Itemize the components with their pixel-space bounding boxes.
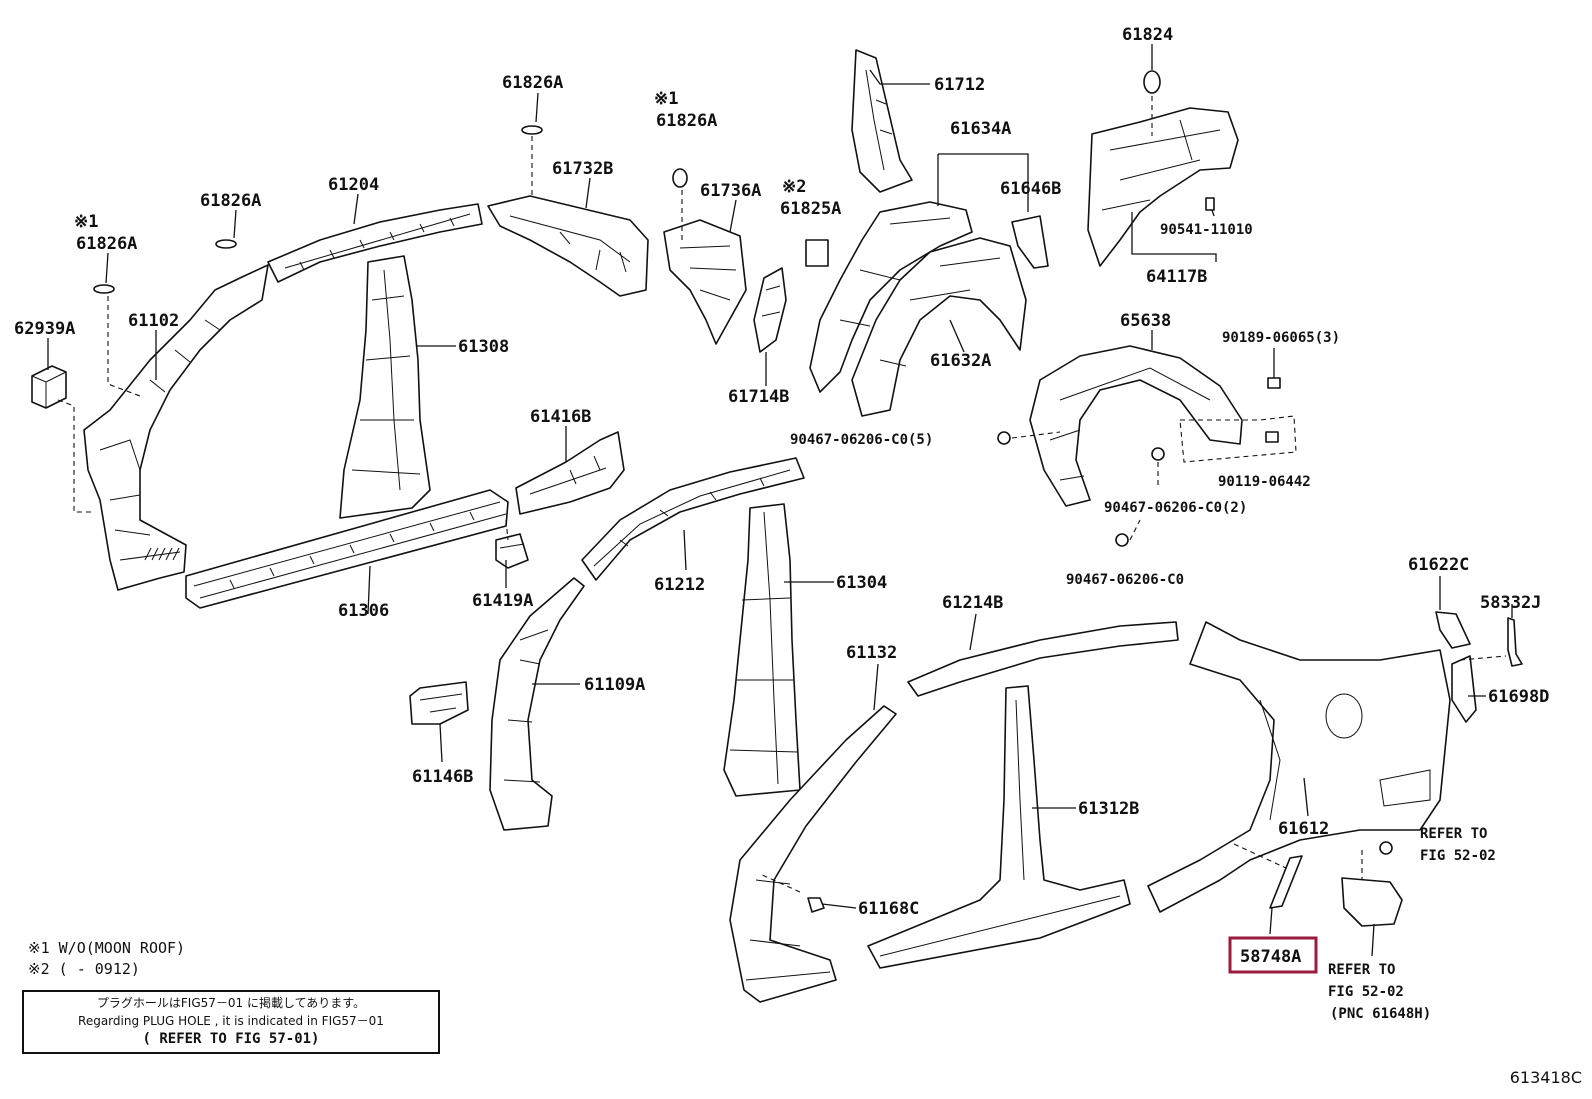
label-61146b: 61146B — [412, 767, 473, 787]
part-61419a-shape — [495, 533, 529, 569]
label-61632a: 61632A — [930, 351, 991, 371]
leader-lines — [47, 44, 1513, 957]
label-90189-06065: 90189-06065(3) — [1222, 330, 1340, 346]
label-61732b: 61732B — [552, 159, 613, 179]
part-61714b-shape — [753, 267, 787, 353]
label-61102: 61102 — [128, 311, 179, 331]
part-61132-shape — [729, 705, 897, 1003]
label-61308: 61308 — [458, 337, 509, 357]
part-61732b-shape — [487, 195, 649, 297]
figure-id: 613418C — [1509, 1068, 1582, 1087]
label-61168c: 61168C — [858, 899, 919, 919]
part-61304-shape — [723, 503, 801, 797]
label-61312b: 61312B — [1078, 799, 1139, 819]
label-fig-52-02-b: FIG 52-02 — [1328, 984, 1404, 1000]
part-61648h-shape — [1341, 877, 1403, 927]
label-61306: 61306 — [338, 601, 389, 621]
part-61204-shape — [267, 203, 483, 283]
label-61824: 61824 — [1122, 25, 1173, 45]
part-labels: 61824 61826A ※1 61826A 61826A ※1 61826A … — [14, 25, 1549, 1022]
part-61102-shape — [83, 264, 269, 591]
part-61634a-shape — [809, 201, 973, 393]
label-61612: 61612 — [1278, 819, 1329, 839]
label-note2-mark: ※2 — [782, 177, 806, 197]
label-pnc-61648h: (PNC 61648H) — [1330, 1006, 1431, 1022]
highlight-box-58748a — [1228, 936, 1318, 974]
label-61132: 61132 — [846, 643, 897, 663]
part-64117b-shape — [1087, 107, 1239, 267]
footnotes: ※1 W/O(MOON ROOF) ※2 ( - 0912) — [28, 938, 185, 980]
part-61612-shape — [1147, 621, 1451, 913]
part-61306-shape — [185, 489, 509, 609]
dashed-lines — [57, 96, 1507, 893]
label-58332j: 58332J — [1480, 593, 1541, 613]
label-61736a: 61736A — [700, 181, 761, 201]
footnote-1: ※1 W/O(MOON ROOF) — [28, 939, 186, 957]
label-61419a: 61419A — [472, 591, 533, 611]
label-58748a[interactable]: 58748A — [1240, 947, 1301, 967]
label-fig-52-02-a: FIG 52-02 — [1420, 848, 1496, 864]
part-61308-shape — [339, 255, 431, 519]
part-61646b-shape — [1011, 215, 1049, 269]
part-61146b-shape — [409, 681, 469, 725]
label-90467-06206-c0-2: 90467-06206-C0(2) — [1104, 500, 1247, 516]
label-61712: 61712 — [934, 75, 985, 95]
part-58332j-shape — [1507, 617, 1523, 667]
part-61312b-shape — [867, 685, 1131, 969]
label-61214b: 61214B — [942, 593, 1003, 613]
label-refer-to-a: REFER TO — [1420, 826, 1487, 842]
label-note1-mark-b: ※1 — [74, 212, 98, 232]
fasteners — [93, 125, 1393, 913]
part-61632a-shape — [851, 237, 1027, 417]
part-61824-shape — [1143, 70, 1161, 94]
label-note1-mark-a: ※1 — [654, 89, 678, 109]
label-90467-06206-c0-5: 90467-06206-C0(5) — [790, 432, 933, 448]
part-61736a-shape — [663, 219, 747, 345]
label-65638: 65638 — [1120, 311, 1171, 331]
label-90119-06442: 90119-06442 — [1218, 474, 1311, 490]
label-61698d: 61698D — [1488, 687, 1549, 707]
part-61622c-shape — [1435, 611, 1471, 649]
label-61714b: 61714B — [728, 387, 789, 407]
part-61698d-shape — [1451, 655, 1477, 723]
note-box-line-jp: プラグホールはFIG57－01 に掲載してあります。 — [96, 996, 366, 1010]
part-61212-shape — [581, 457, 805, 581]
label-61416b: 61416B — [530, 407, 591, 427]
label-refer-to-b: REFER TO — [1328, 962, 1395, 978]
label-62939a: 62939A — [14, 319, 75, 339]
label-61826a-top: 61826A — [502, 73, 563, 93]
part-58748a-shape — [1269, 855, 1303, 909]
label-90467-06206-c0: 90467-06206-C0 — [1066, 572, 1184, 588]
part-61416b-shape — [515, 431, 625, 515]
part-61214b-shape — [907, 621, 1179, 697]
part-61109a-shape — [489, 577, 585, 831]
label-61826a-far-left: 61826A — [76, 234, 137, 254]
label-61825a: 61825A — [780, 199, 841, 219]
part-61825a-shape — [805, 239, 829, 267]
part-61712-shape — [851, 49, 913, 193]
plug-hole-note-box: プラグホールはFIG57－01 に掲載してあります。 Regarding PLU… — [22, 990, 440, 1054]
label-61622c: 61622C — [1408, 555, 1469, 575]
label-61826a-mid: 61826A — [656, 111, 717, 131]
label-61304: 61304 — [836, 573, 887, 593]
label-61212: 61212 — [654, 575, 705, 595]
note-box-refer: ( REFER TO FIG 57-01) — [142, 1031, 320, 1047]
note-box-line-en: Regarding PLUG HOLE , it is indicated in… — [78, 1014, 384, 1028]
label-90541-11010: 90541-11010 — [1160, 222, 1253, 238]
label-61204: 61204 — [328, 175, 379, 195]
label-64117b: 64117B — [1146, 267, 1207, 287]
part-62939a-shape — [31, 365, 67, 409]
label-61634a: 61634A — [950, 119, 1011, 139]
label-61109a: 61109A — [584, 675, 645, 695]
part-65638-shape — [1029, 345, 1243, 507]
footnote-2: ※2 ( - 0912) — [28, 960, 140, 978]
label-61646b: 61646B — [1000, 179, 1061, 199]
label-61826a-left: 61826A — [200, 191, 261, 211]
